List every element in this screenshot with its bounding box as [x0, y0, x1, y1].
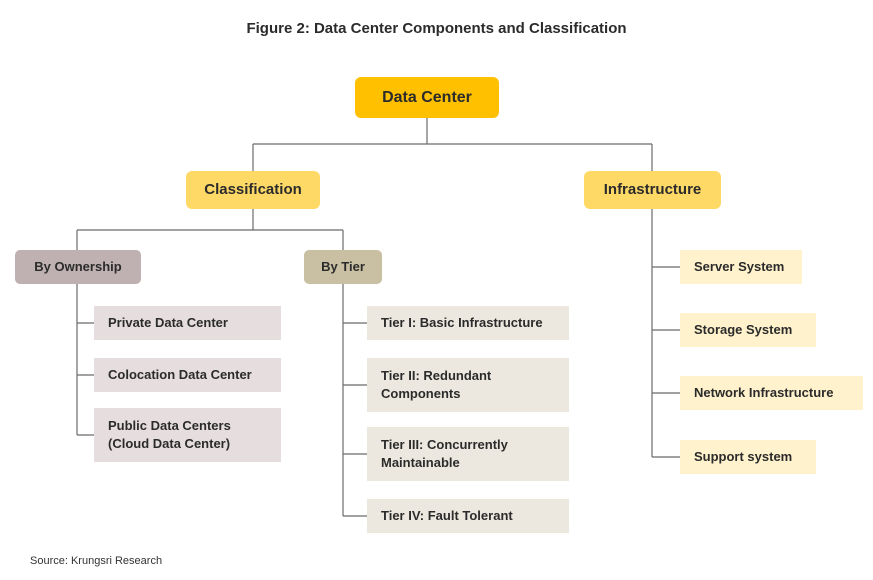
infrastructure-node: Infrastructure — [584, 171, 721, 209]
by-tier-node: By Tier — [304, 250, 382, 284]
tier-item-4: Tier IV: Fault Tolerant — [367, 499, 569, 533]
infrastructure-item-support: Support system — [680, 440, 816, 474]
tier-item-2: Tier II: Redundant Components — [367, 358, 569, 412]
figure-title: Figure 2: Data Center Components and Cla… — [246, 20, 627, 37]
classification-node: Classification — [186, 171, 320, 209]
ownership-item-colocation: Colocation Data Center — [94, 358, 281, 392]
tier-item-3: Tier III: Concurrently Maintainable — [367, 427, 569, 481]
ownership-item-private: Private Data Center — [94, 306, 281, 340]
infrastructure-item-server: Server System — [680, 250, 802, 284]
by-ownership-node: By Ownership — [15, 250, 141, 284]
infrastructure-item-network: Network Infrastructure — [680, 376, 863, 410]
source-note: Source: Krungsri Research — [30, 555, 163, 567]
infrastructure-item-storage: Storage System — [680, 313, 816, 347]
data-center-node: Data Center — [355, 77, 499, 118]
tier-item-1: Tier I: Basic Infrastructure — [367, 306, 569, 340]
ownership-item-public: Public Data Centers (Cloud Data Center) — [94, 408, 281, 462]
